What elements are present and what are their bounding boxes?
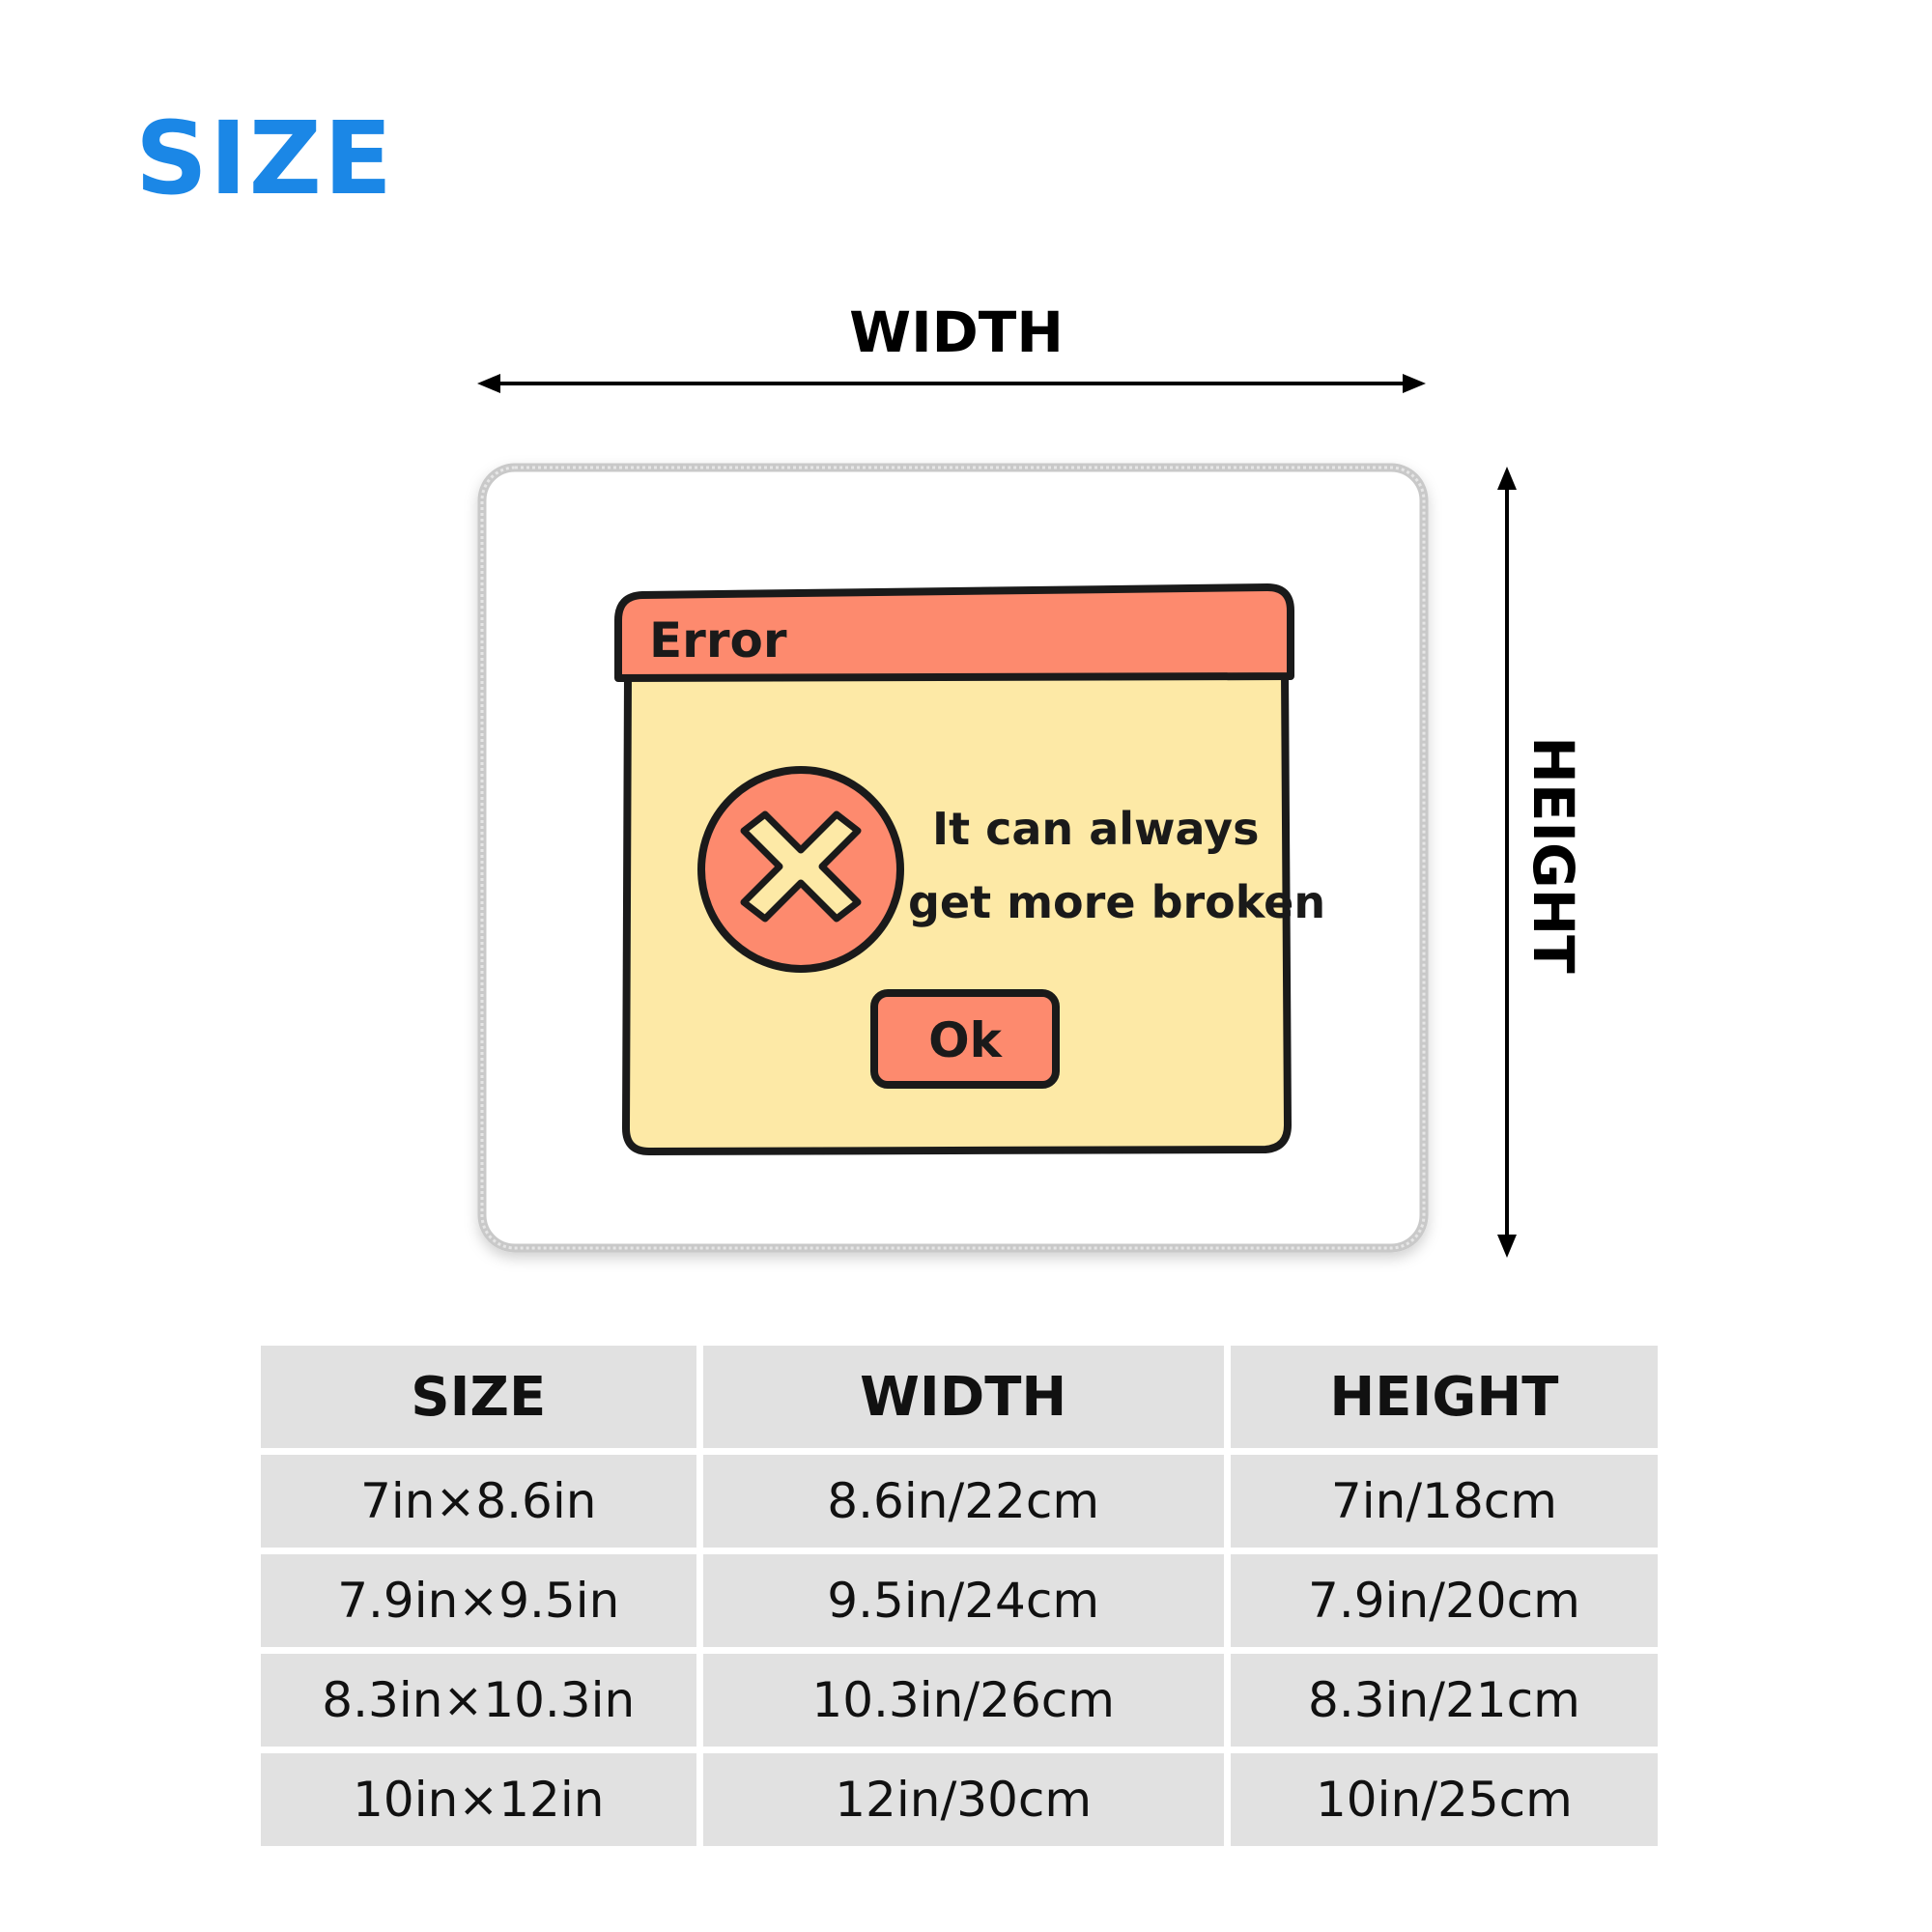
height-cell: 10in/25cm bbox=[1230, 1753, 1658, 1846]
size-cell: 7.9in×9.5in bbox=[261, 1554, 696, 1647]
message-line-2: get more broken bbox=[908, 876, 1325, 928]
page-title: SIZE bbox=[135, 99, 395, 217]
message-line-1: It can always bbox=[932, 803, 1260, 855]
table-header-row: SIZE WIDTH HEIGHT bbox=[261, 1346, 1658, 1448]
table-row: 8.3in×10.3in 10.3in/26cm 8.3in/21cm bbox=[261, 1654, 1658, 1747]
size-cell: 8.3in×10.3in bbox=[261, 1654, 696, 1747]
width-cell: 12in/30cm bbox=[702, 1753, 1224, 1846]
x-circle-icon bbox=[697, 766, 904, 973]
size-table: SIZE WIDTH HEIGHT 7in×8.6in 8.6in/22cm 7… bbox=[254, 1339, 1664, 1853]
width-cell: 9.5in/24cm bbox=[702, 1554, 1224, 1647]
table-row: 7.9in×9.5in 9.5in/24cm 7.9in/20cm bbox=[261, 1554, 1658, 1647]
height-cell: 7in/18cm bbox=[1230, 1455, 1658, 1548]
ok-button-label: Ok bbox=[928, 1012, 1004, 1068]
header-width: WIDTH bbox=[702, 1346, 1224, 1448]
height-arrow bbox=[1497, 467, 1517, 1258]
ok-button: Ok bbox=[870, 989, 1060, 1089]
table-row: 10in×12in 12in/30cm 10in/25cm bbox=[261, 1753, 1658, 1846]
header-size: SIZE bbox=[261, 1346, 696, 1448]
height-cell: 7.9in/20cm bbox=[1230, 1554, 1658, 1647]
size-cell: 7in×8.6in bbox=[261, 1455, 696, 1548]
error-window: Error It can always get more broken Ok bbox=[614, 583, 1325, 1155]
height-cell: 8.3in/21cm bbox=[1230, 1654, 1658, 1747]
size-cell: 10in×12in bbox=[261, 1753, 696, 1846]
window-title: Error bbox=[649, 612, 787, 668]
header-height: HEIGHT bbox=[1230, 1346, 1658, 1448]
width-cell: 8.6in/22cm bbox=[702, 1455, 1224, 1548]
width-cell: 10.3in/26cm bbox=[702, 1654, 1224, 1747]
width-label: WIDTH bbox=[849, 299, 1064, 365]
width-arrow bbox=[477, 374, 1426, 393]
table-row: 7in×8.6in 8.6in/22cm 7in/18cm bbox=[261, 1455, 1658, 1548]
window-title-bar bbox=[614, 583, 1294, 682]
